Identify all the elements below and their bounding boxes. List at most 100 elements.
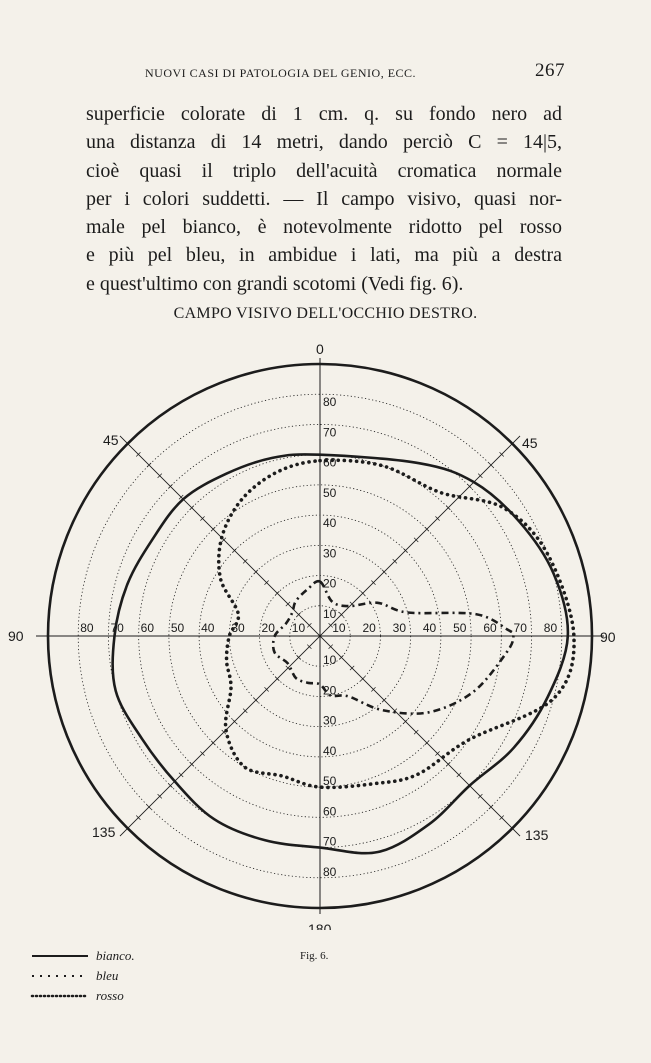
diagonal-tick: [445, 761, 451, 767]
angle-label: 45: [103, 432, 119, 448]
ring-label-right: 60: [483, 621, 497, 635]
angle-label: 90: [8, 628, 24, 644]
diagonal-tick: [264, 580, 269, 585]
diagonal-tick: [178, 494, 184, 500]
diagonal-tick: [349, 665, 355, 671]
ring-label-up: 70: [323, 425, 337, 439]
diagonal-tick: [435, 751, 440, 756]
ring-label-up: 50: [323, 486, 337, 500]
ring-label-right: 40: [423, 621, 437, 635]
ring-label-down: 60: [323, 804, 337, 818]
diagonal-tick: [296, 655, 301, 660]
visual-field-chart: 1010101020202020303030304040404050505050…: [8, 341, 616, 930]
diagonal-tick: [232, 548, 237, 553]
diagonal-tick: [403, 548, 408, 553]
legend-line-dashdot: [32, 975, 88, 977]
ring-label-left: 50: [171, 621, 185, 635]
diagonal-tick: [296, 612, 301, 617]
text-line: cioè quasi il triplo dell'acuità cromati…: [86, 159, 562, 182]
diagonal-tick: [392, 708, 398, 714]
legend-item-rosso: rosso: [30, 986, 135, 1006]
ring-label-up: 10: [323, 607, 337, 621]
series-rosso: [216, 458, 576, 790]
ring-label-up: 80: [323, 395, 337, 409]
ring-label-down: 20: [323, 683, 337, 697]
angle-label: 135: [92, 824, 116, 840]
series-bianco: [111, 453, 570, 855]
ring-label-down: 50: [323, 774, 337, 788]
diagonal-tick: [210, 740, 216, 746]
ring-label-up: 40: [323, 516, 337, 530]
legend-item-bianco: bianco.: [30, 946, 135, 966]
diagonal-tick: [242, 558, 248, 564]
diagonal-tick: [360, 590, 366, 596]
angle-label: 135: [525, 827, 549, 843]
diagonal-tick: [477, 793, 483, 799]
series-bleu: [271, 579, 515, 715]
diagonal-tick: [445, 505, 451, 511]
diagonal-tick: [424, 740, 430, 746]
text-line: male pel bianco, è notevolmente ridotto …: [86, 216, 562, 239]
diagonal-tick: [135, 815, 141, 821]
diagonal-tick: [371, 687, 376, 692]
diagonal-tick: [168, 484, 173, 489]
legend-line-dotted: [30, 994, 90, 998]
ring-label-left: 60: [141, 621, 155, 635]
text-line: per i colori suddetti. — Il campo visivo…: [86, 187, 562, 210]
diagonal-tick: [221, 729, 227, 735]
diagonal-tick: [157, 473, 163, 479]
diagonal-tick: [424, 526, 430, 532]
diagonal-tick: [157, 793, 163, 799]
diagonal-tick: [274, 676, 280, 682]
text-line: superficie colorate di 1 cm. q. su fondo…: [86, 103, 562, 125]
diagonal-tick: [221, 537, 227, 543]
ring-label-down: 70: [323, 835, 337, 849]
diagonal-tick: [381, 697, 387, 703]
diagonal-tick: [264, 687, 269, 692]
diagonal-tick: [285, 665, 291, 671]
legend-label: bianco.: [96, 948, 135, 963]
diagonal-tick: [360, 676, 366, 682]
ring-label-down: 10: [323, 653, 337, 667]
angle-label: 180: [308, 921, 332, 930]
diagonal-tick: [413, 537, 419, 543]
diagonal-tick: [328, 644, 334, 650]
text-line: una distanza di 14 metri, dando perciò C…: [86, 131, 562, 154]
legend-item-bleu: bleu: [30, 966, 135, 986]
diagonal-tick: [232, 719, 237, 724]
diagonal-tick: [499, 815, 505, 821]
ring-label-up: 30: [323, 546, 337, 560]
angle-label: 0: [316, 341, 324, 357]
diagonal-tick: [467, 484, 472, 489]
page-number: 267: [535, 60, 565, 81]
body-paragraph: superficie colorate di 1 cm. q. su fondo…: [86, 100, 562, 298]
diagonal-tick: [435, 516, 440, 521]
figure-caption: Fig. 6.: [300, 950, 329, 962]
ring-label-right: 50: [453, 621, 467, 635]
diagonal-tick: [253, 569, 259, 575]
diagonal-tick: [189, 505, 195, 511]
diagonal-tick: [285, 601, 291, 607]
angle-label: 45: [522, 435, 538, 451]
diagonal-tick: [200, 751, 205, 756]
diagonal-tick: [488, 462, 494, 468]
diagonal-tick: [306, 644, 312, 650]
ring-label-down: 40: [323, 744, 337, 758]
diagonal-tick: [477, 473, 483, 479]
diagonal-tick: [178, 772, 184, 778]
axis-diagonal-135: [119, 435, 521, 837]
diagonal-tick: [146, 804, 152, 810]
ring-label-right: 70: [514, 621, 528, 635]
ring-label-left: 80: [80, 621, 94, 635]
diagonal-tick: [189, 761, 195, 767]
ring-label-right: 20: [362, 621, 376, 635]
diagonal-tick: [413, 729, 419, 735]
diagonal-tick: [135, 451, 141, 457]
diagonal-tick: [306, 622, 312, 628]
diagonal-tick: [253, 697, 259, 703]
ring-label-up: 60: [323, 456, 337, 470]
diagonal-tick: [499, 451, 505, 457]
diagonal-tick: [392, 558, 398, 564]
diagonal-tick: [456, 772, 462, 778]
diagonal-tick: [274, 590, 280, 596]
